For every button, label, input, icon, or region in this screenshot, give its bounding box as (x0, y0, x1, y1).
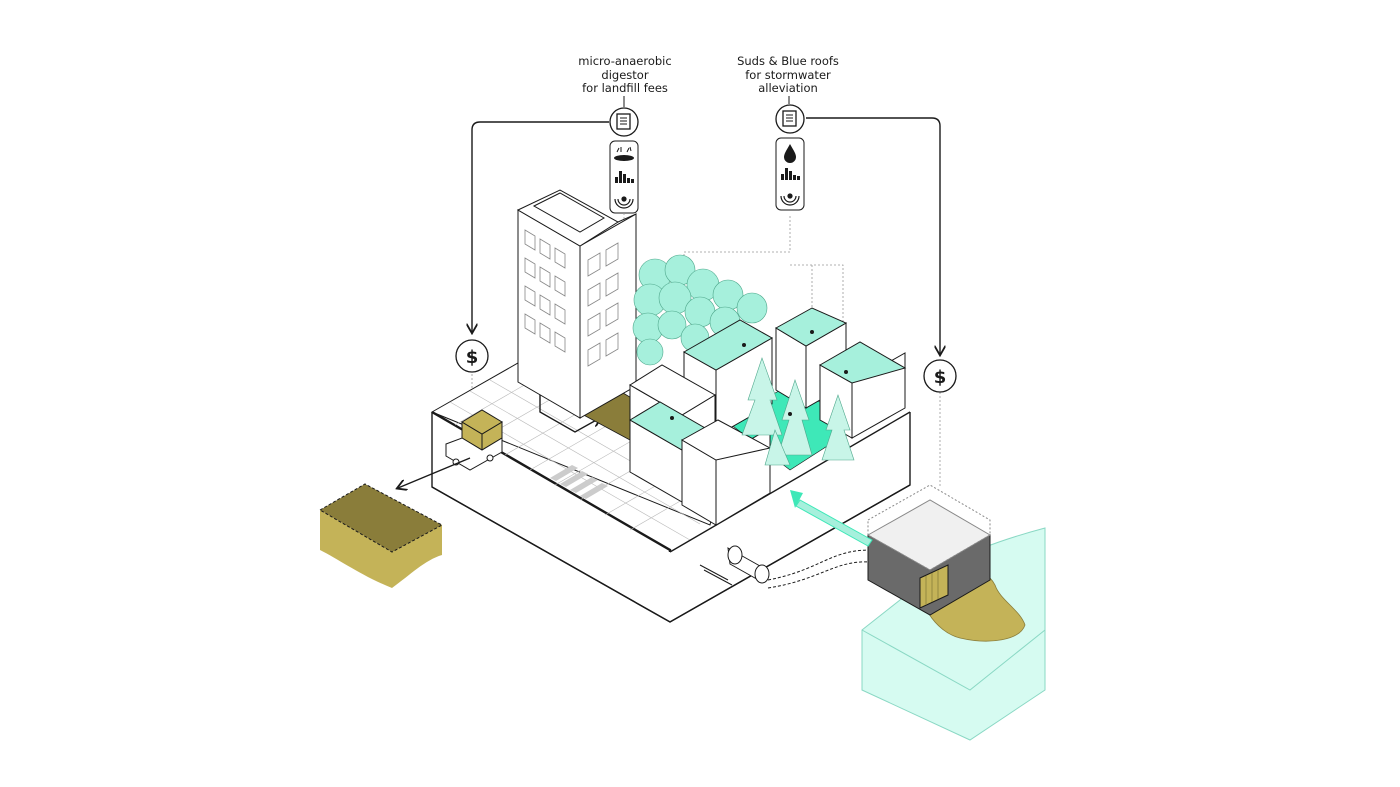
suds-icon-stack (775, 104, 805, 211)
tower-building (516, 189, 637, 419)
drainage-pipes (699, 545, 871, 589)
signal-icon (614, 196, 634, 209)
svg-text:$: $ (934, 367, 947, 388)
houses (629, 307, 907, 526)
crosswalk (550, 465, 608, 499)
document-icon-2 (775, 104, 805, 134)
stormwater-arrow (790, 490, 873, 547)
truck-arrow (398, 457, 471, 488)
currency-icon-right: $ (923, 359, 957, 393)
bar-chart-icon (615, 171, 634, 183)
water-drop-icon (784, 144, 796, 163)
bar-chart-icon-2 (781, 168, 800, 180)
flow-connectors (472, 117, 940, 354)
svg-text:$: $ (466, 347, 479, 368)
currency-icon-left: $ (455, 339, 489, 373)
landfill-block (319, 483, 444, 588)
label-suds: Suds & Blue roofs for stormwater allevia… (737, 54, 839, 95)
digestor-icon-stack (609, 107, 639, 214)
label-digestor: micro-anaerobic digestor for landfill fe… (578, 54, 672, 95)
label-ticks (623, 96, 790, 107)
attenuation-tank (866, 484, 991, 616)
signal-icon-2 (780, 193, 800, 206)
landfill-icon (614, 146, 634, 161)
document-icon (609, 107, 639, 137)
conifer-trees (741, 357, 855, 466)
